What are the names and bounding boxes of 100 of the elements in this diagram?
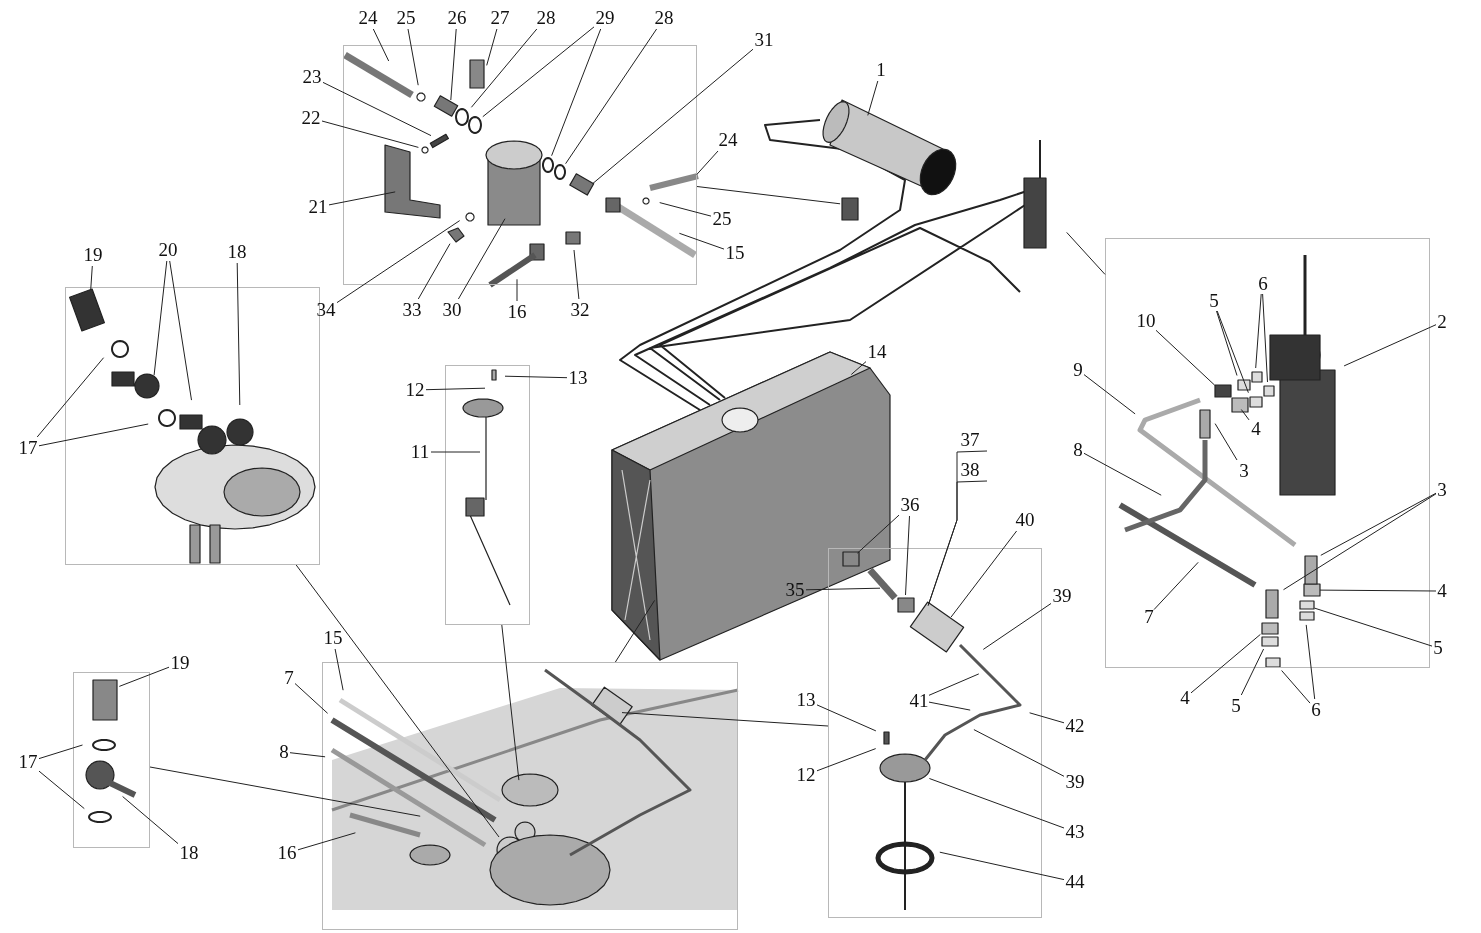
- leader-line: [425, 387, 486, 391]
- leader-line: [905, 515, 910, 596]
- callout-number: 6: [1310, 699, 1322, 721]
- callout-number: 38: [959, 459, 981, 481]
- callout-number: 2: [1436, 311, 1448, 333]
- callout-number: 17: [17, 751, 39, 773]
- callout-number: 11: [409, 441, 431, 463]
- leader-line: [516, 278, 518, 302]
- leader-line: [1319, 589, 1437, 592]
- leader-line: [38, 423, 149, 447]
- leader-line: [928, 673, 980, 696]
- leader-line: [295, 564, 500, 838]
- callout-number: 19: [82, 244, 104, 266]
- leader-line: [816, 748, 877, 772]
- leader-line: [1216, 310, 1238, 376]
- leader-line: [696, 186, 841, 205]
- callout-number: 25: [395, 7, 417, 29]
- leader-line: [430, 451, 481, 453]
- callout-number: 18: [178, 842, 200, 864]
- leader-line: [659, 202, 712, 217]
- callout-number: 36: [899, 494, 921, 516]
- callout-number: 15: [322, 627, 344, 649]
- leader-line: [973, 729, 1065, 777]
- callout-number: 4: [1250, 418, 1262, 440]
- callout-number: 25: [711, 208, 733, 230]
- leader-line: [169, 260, 192, 401]
- leader-line: [1155, 329, 1216, 386]
- leader-line: [1281, 670, 1311, 704]
- callout-number: 24: [357, 7, 379, 29]
- callout-number: 20: [157, 239, 179, 261]
- leader-line: [1240, 648, 1265, 696]
- leader-line: [1083, 452, 1162, 496]
- callout-number: 43: [1064, 821, 1086, 843]
- callout-number: 28: [653, 7, 675, 29]
- detail-frame: [828, 548, 1042, 918]
- leader-line: [816, 704, 877, 732]
- callout-number: 35: [784, 579, 806, 601]
- callout-number: 21: [307, 196, 329, 218]
- callout-number: 4: [1436, 580, 1448, 602]
- callout-number: 9: [1072, 359, 1084, 381]
- callout-number: 8: [1072, 439, 1084, 461]
- leader-line: [1083, 374, 1136, 415]
- leader-line: [457, 218, 506, 300]
- leader-line: [1029, 712, 1065, 724]
- leader-line: [621, 712, 829, 727]
- leader-line: [856, 514, 900, 554]
- detail-frame: [73, 672, 150, 848]
- callout-number: 13: [567, 367, 589, 389]
- leader-line: [122, 796, 179, 845]
- callout-number: 7: [283, 667, 295, 689]
- callout-number: 4: [1179, 687, 1191, 709]
- callout-number: 30: [441, 299, 463, 321]
- leader-line: [1262, 293, 1268, 383]
- callout-number: 12: [795, 764, 817, 786]
- callout-number: 8: [278, 741, 290, 763]
- leader-line: [372, 28, 390, 62]
- leader-line: [289, 752, 326, 758]
- leader-line: [1255, 293, 1262, 369]
- callout-number: 5: [1432, 637, 1444, 659]
- callout-number: 28: [535, 7, 557, 29]
- leader-line: [501, 624, 520, 781]
- leader-line: [551, 28, 602, 157]
- leader-line: [334, 648, 344, 691]
- callout-number: 40: [1014, 509, 1036, 531]
- leader-line: [153, 260, 168, 376]
- leader-line: [38, 770, 85, 810]
- leader-line: [927, 480, 988, 606]
- callout-number: 32: [569, 299, 591, 321]
- callout-number: 14: [866, 341, 888, 363]
- callout-number: 13: [795, 689, 817, 711]
- callout-number: 41: [908, 690, 930, 712]
- leader-line: [38, 744, 83, 760]
- leader-line: [504, 375, 568, 379]
- callout-number: 33: [401, 299, 423, 321]
- leader-line: [1216, 310, 1249, 394]
- callout-number: 26: [446, 7, 468, 29]
- callout-number: 39: [1051, 585, 1073, 607]
- detail-frame: [1105, 238, 1430, 668]
- callout-number: 5: [1230, 695, 1242, 717]
- callout-number: 27: [489, 7, 511, 29]
- callout-number: 18: [226, 241, 248, 263]
- callout-number: 3: [1238, 460, 1250, 482]
- leader-line: [450, 28, 457, 101]
- callout-number: 44: [1064, 871, 1086, 893]
- leader-line: [470, 28, 538, 108]
- leader-line: [565, 28, 658, 165]
- leader-line: [678, 232, 725, 250]
- leader-line: [482, 26, 595, 118]
- leader-line: [1314, 607, 1433, 647]
- callout-number: 12: [404, 379, 426, 401]
- callout-number: 3: [1436, 479, 1448, 501]
- leader-line: [1240, 409, 1250, 421]
- leader-line: [36, 357, 105, 438]
- leader-line: [1153, 561, 1199, 611]
- callout-number: 17: [17, 437, 39, 459]
- callout-number: 31: [753, 29, 775, 51]
- leader-line: [696, 150, 719, 176]
- leader-line: [236, 262, 241, 406]
- leader-line: [118, 666, 170, 687]
- callout-number: 39: [1064, 771, 1086, 793]
